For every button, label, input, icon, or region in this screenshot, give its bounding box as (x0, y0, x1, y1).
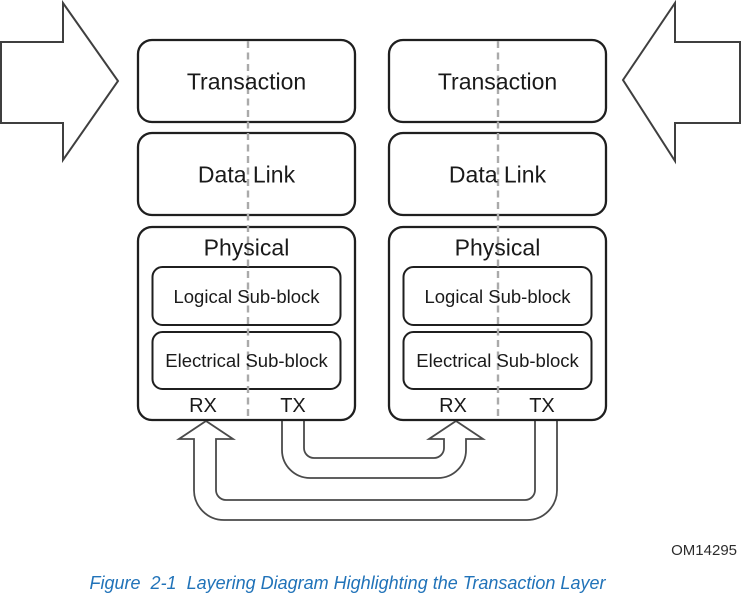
tx-to-rx-arrow-outer (176, 419, 558, 521)
left-logical-sub-block-label: Logical Sub-block (173, 285, 320, 307)
figure-caption: Figure 2-1 Layering Diagram Highlighting… (89, 573, 606, 593)
left-transaction-label: Transaction (186, 68, 307, 95)
link-arrows (176, 419, 558, 521)
right-transaction-label: Transaction (437, 68, 558, 95)
inbound-arrows (0, 0, 741, 165)
left-electrical-sub-block-label: Electrical Sub-block (165, 349, 328, 371)
right-data-link-label: Data Link (448, 161, 547, 188)
left-data-link-label: Data Link (197, 161, 296, 188)
left-rx-label: RX (189, 395, 217, 417)
tx-to-rx-arrow-inner (281, 419, 486, 479)
layering-diagram-canvas (0, 0, 741, 521)
left-device-stack (136, 38, 357, 422)
left-tx-label: TX (280, 395, 306, 417)
right-logical-sub-block-label: Logical Sub-block (424, 285, 571, 307)
right-physical-label: Physical (454, 234, 541, 261)
right-tx-label: TX (529, 395, 555, 417)
left-electrical-sub-block-box (151, 331, 342, 390)
left-inbound-arrow-icon (0, 0, 120, 164)
artwork-id: OM14295 (671, 542, 737, 559)
left-transaction-box (136, 38, 357, 124)
left-data-link-box (136, 131, 357, 217)
right-inbound-arrow-icon (621, 0, 741, 165)
rx-tx-divider-lines (246, 41, 500, 418)
right-rx-label: RX (439, 395, 467, 417)
left-physical-label: Physical (203, 234, 290, 261)
left-logical-sub-block-box (151, 266, 342, 326)
right-electrical-sub-block-label: Electrical Sub-block (416, 349, 579, 371)
